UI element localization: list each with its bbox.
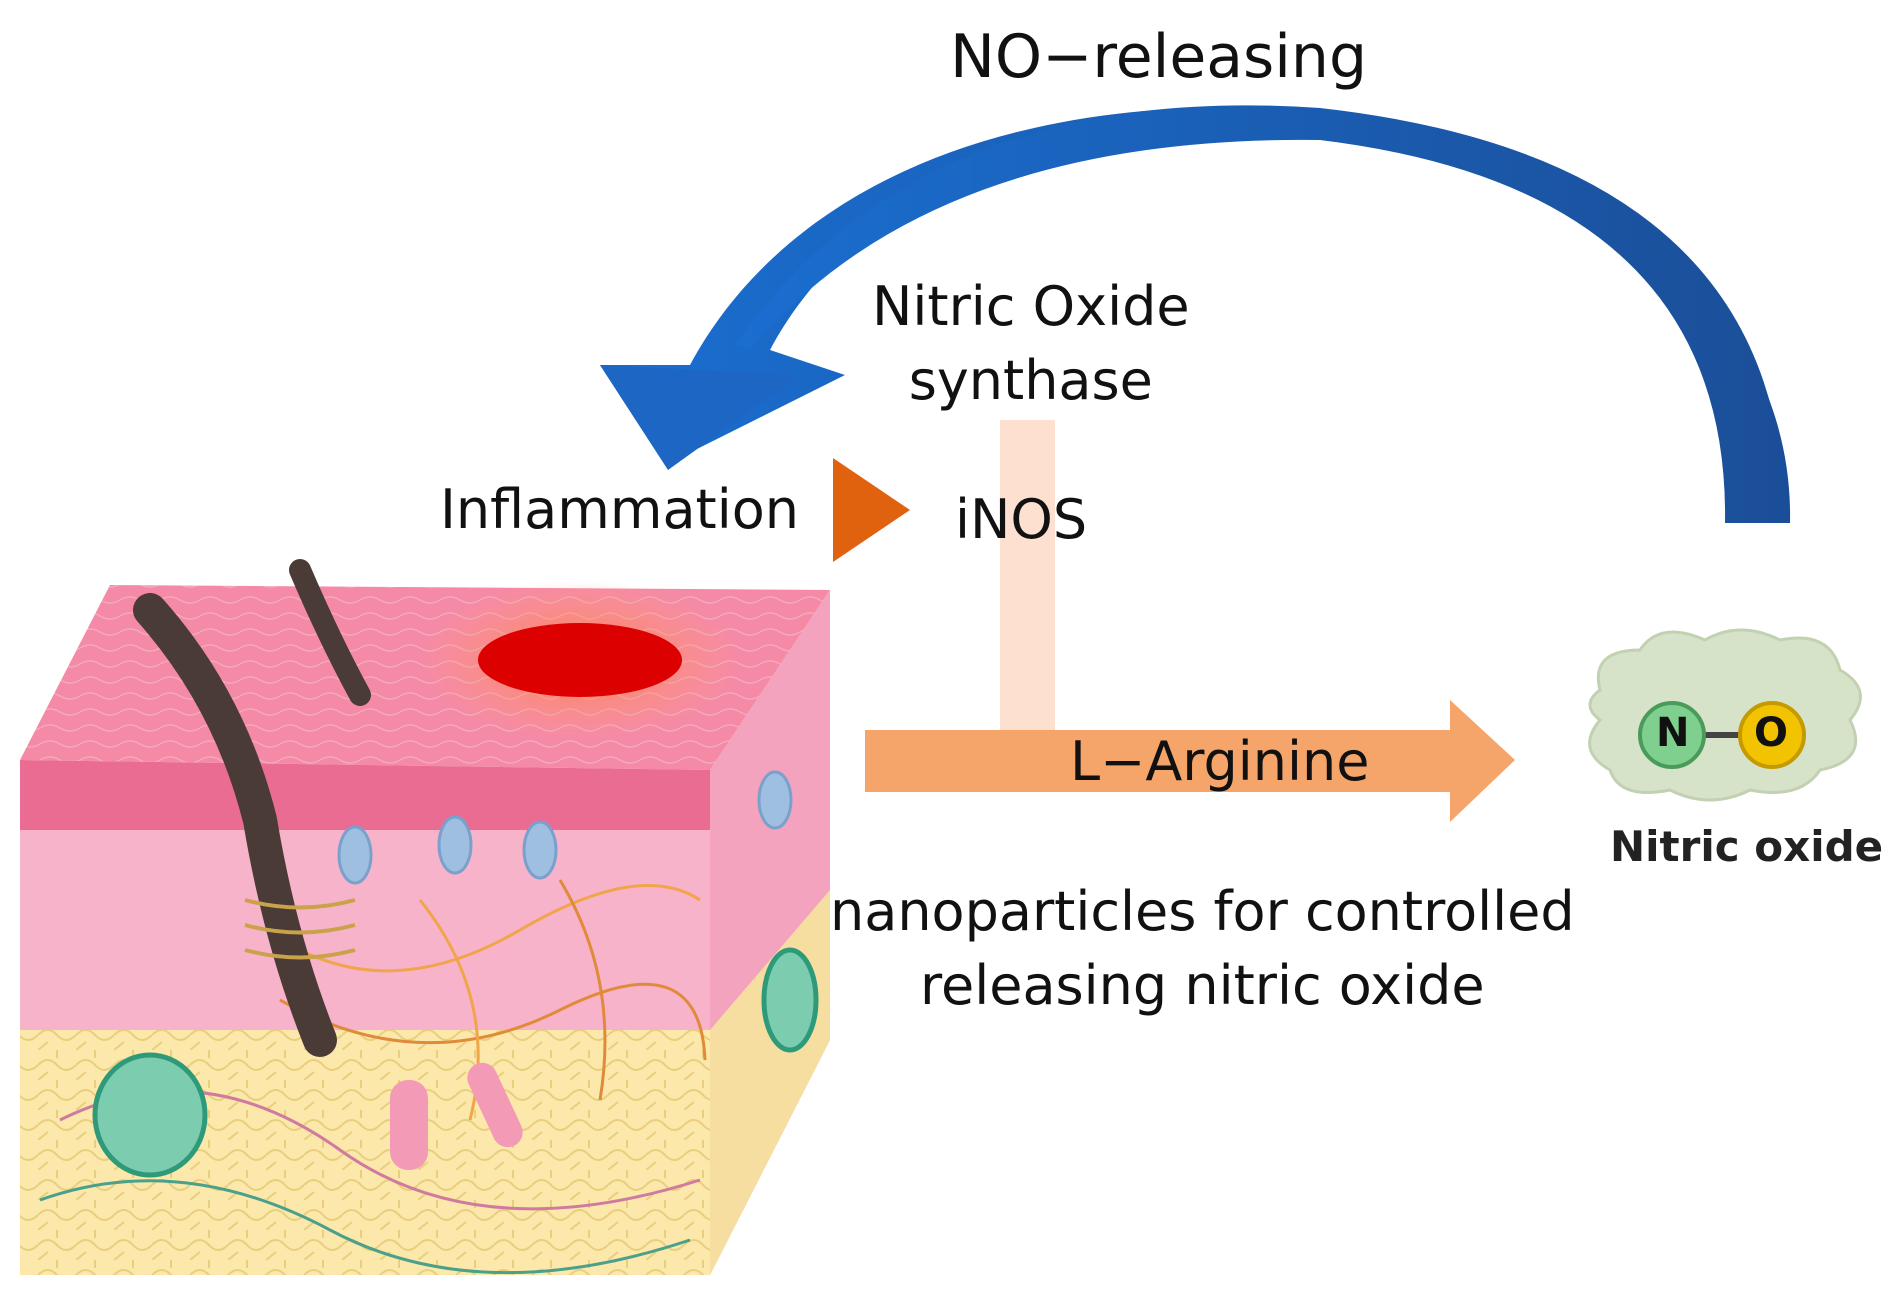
skin-glands xyxy=(337,770,793,885)
oxygen-atom xyxy=(1738,701,1806,769)
nanoparticles-line2: releasing nitric oxide xyxy=(919,954,1485,1017)
inos-bar xyxy=(1000,420,1055,730)
sweat-glands xyxy=(92,947,819,1178)
skin-cross-section xyxy=(20,559,830,1275)
nos-label-line1: Nitric Oxide xyxy=(872,275,1190,338)
curved-arrow-head xyxy=(600,365,800,470)
nanoparticles-label: nanoparticles for controlled releasing n… xyxy=(830,875,1575,1023)
nitrogen-atom xyxy=(1638,701,1706,769)
larginine-label: L−Arginine xyxy=(1070,730,1370,793)
nitrogen-atom-label: N xyxy=(1656,710,1690,756)
dermal-papillae xyxy=(390,1062,523,1170)
nos-label-line2: synthase xyxy=(908,349,1153,412)
molecule-cloud xyxy=(1588,628,1862,802)
nitric-oxide-label: Nitric oxide xyxy=(1610,822,1884,871)
no-releasing-label: NO−releasing xyxy=(950,22,1368,92)
inflammation-to-inos-arrow xyxy=(833,458,910,562)
oxygen-atom-label: O xyxy=(1754,710,1789,756)
inos-label: iNOS xyxy=(955,488,1088,551)
inflamed-lesion xyxy=(478,623,682,697)
hair-shaft xyxy=(289,559,371,706)
nanoparticles-line1: nanoparticles for controlled xyxy=(830,880,1575,943)
larginine-arrow xyxy=(865,700,1515,822)
hair-follicle xyxy=(133,593,337,1057)
nitric-oxide-molecule xyxy=(1588,628,1862,802)
follicle-rings xyxy=(244,898,356,960)
skin-epidermis xyxy=(20,760,710,840)
nitric-oxide-synthase-label: Nitric Oxide synthase xyxy=(872,270,1190,418)
inflammation-label: Inflammation xyxy=(440,478,799,541)
